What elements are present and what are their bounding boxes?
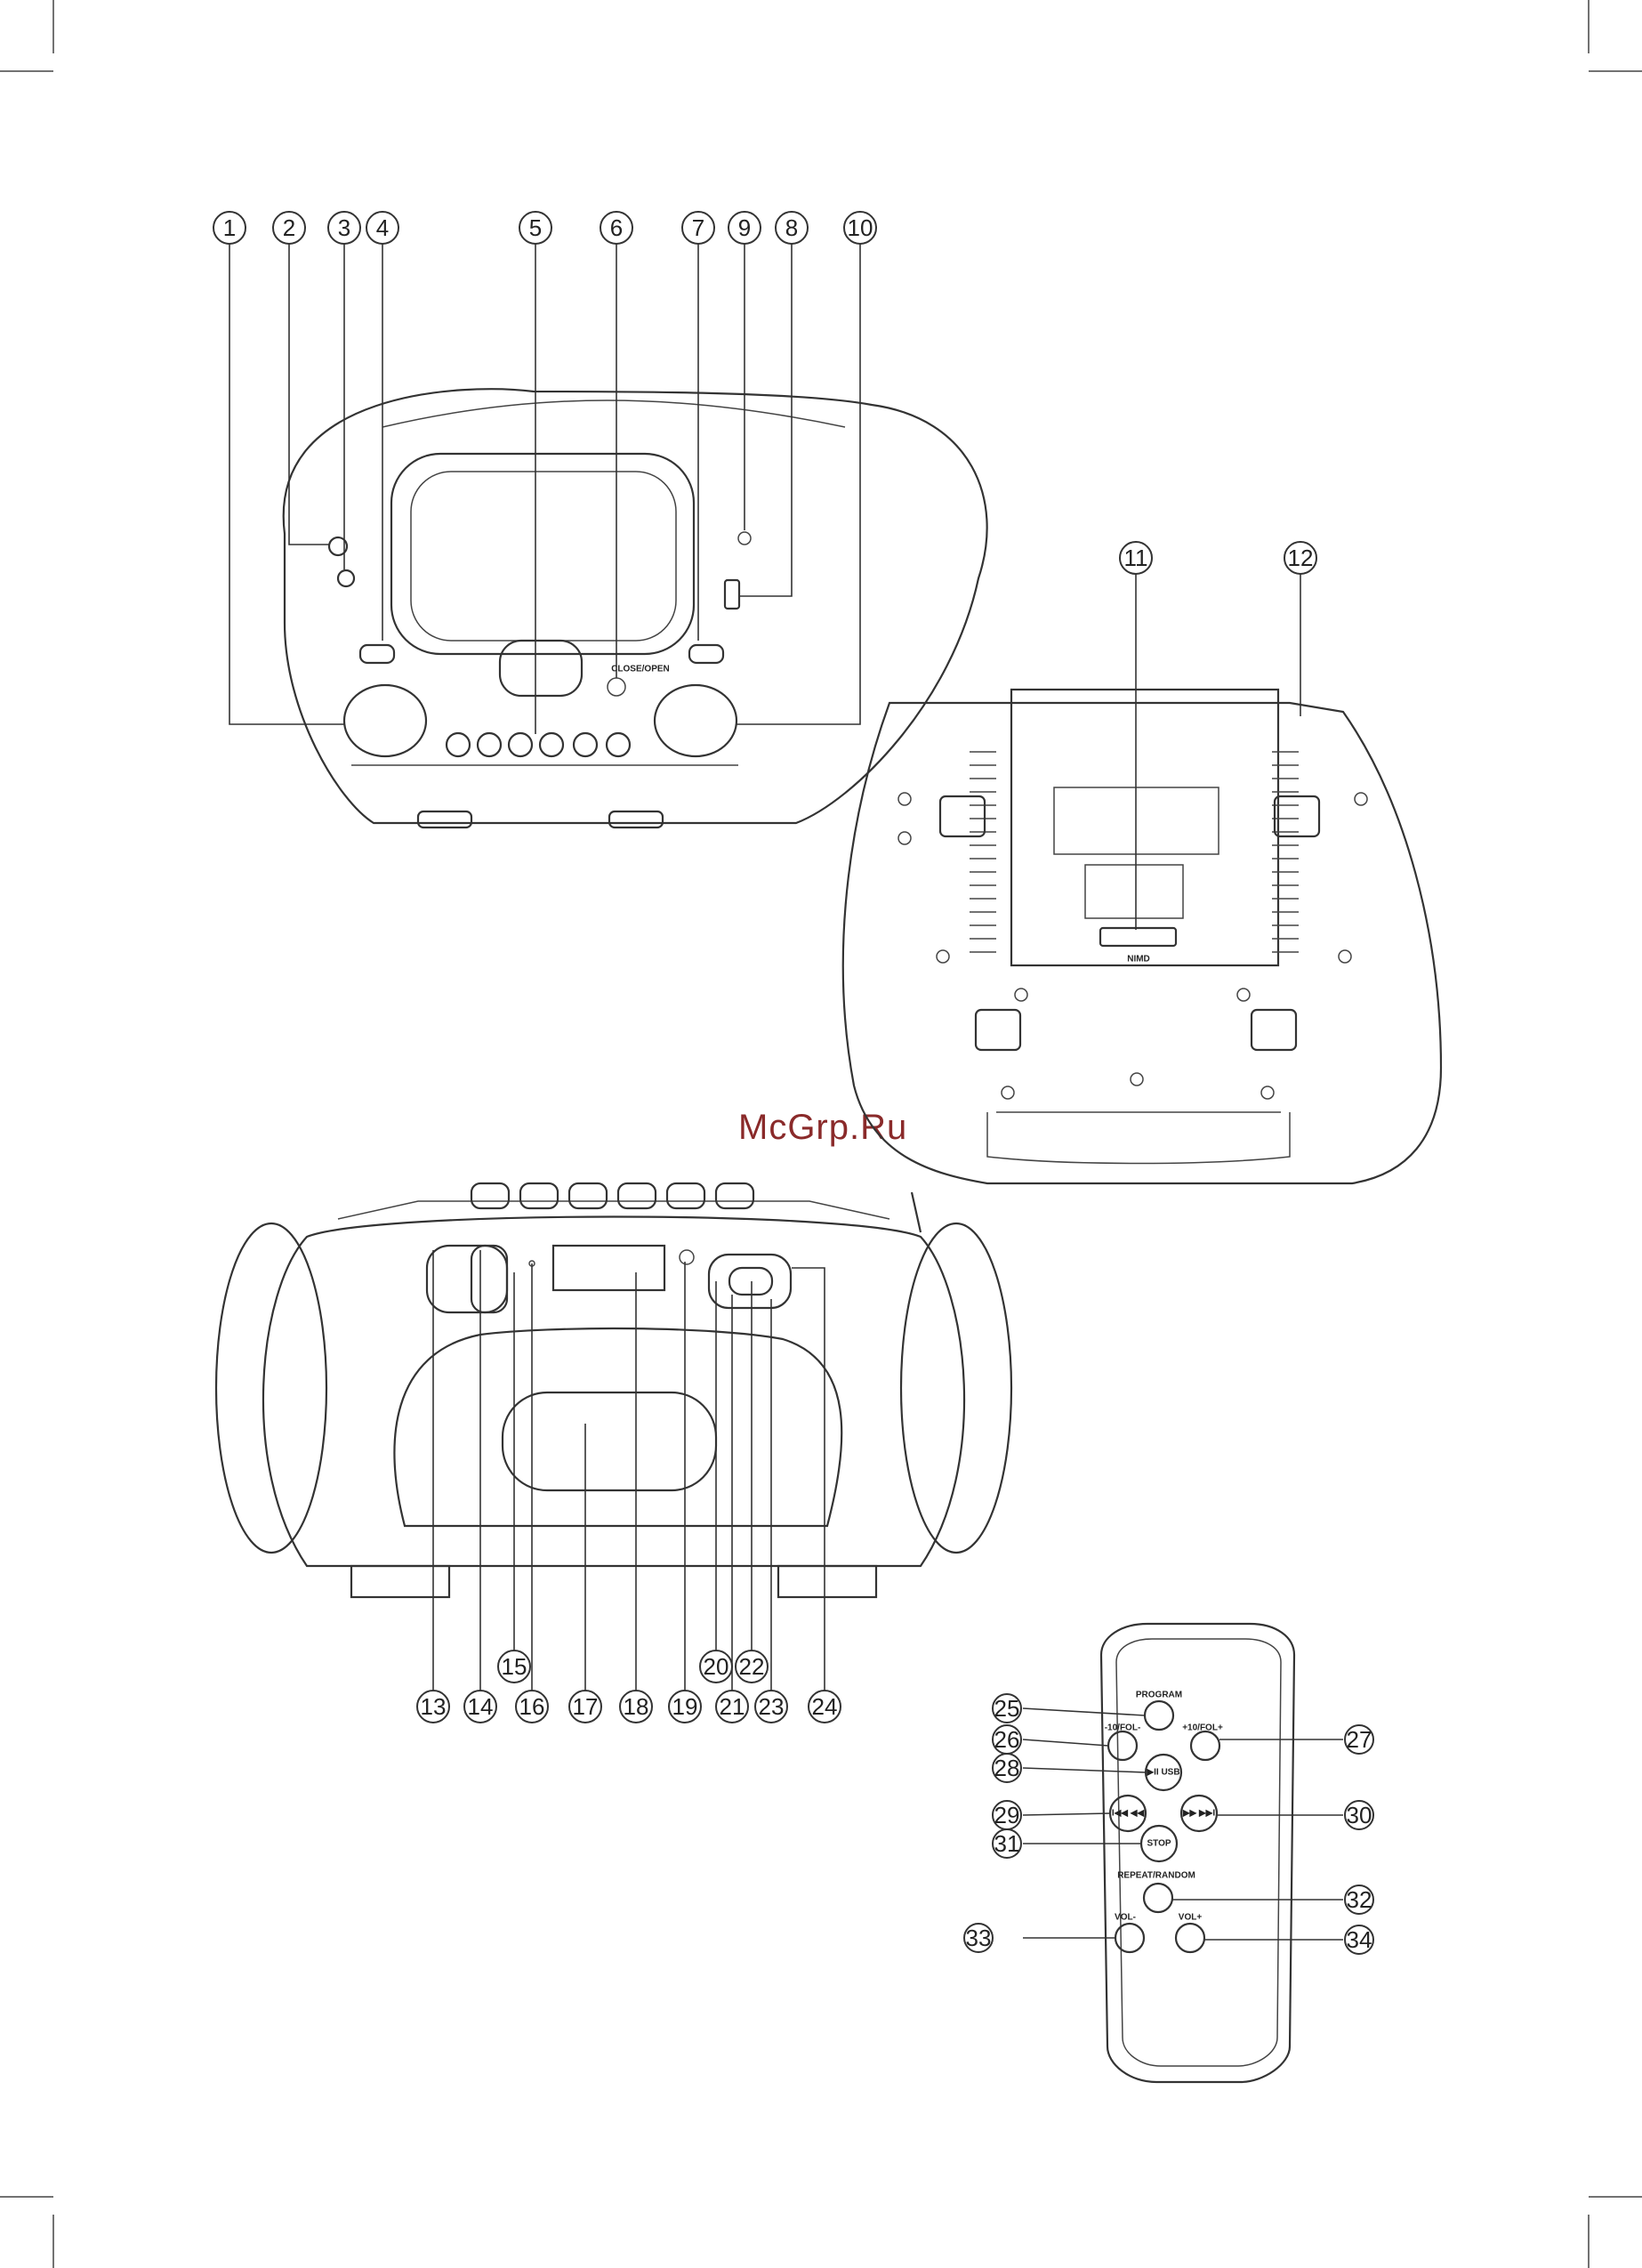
power-led <box>738 532 751 545</box>
vent-slots-right <box>1272 752 1299 952</box>
remote-control: PROGRAM -10/FOL- +10/FOL+ ▶II USB I◀◀ ◀◀… <box>1101 1624 1294 2082</box>
foot-bottom-right <box>1252 1010 1296 1050</box>
remote-vol-plus-button <box>1176 1924 1204 1952</box>
vent-slots-left <box>970 752 996 952</box>
callout-8: 8 <box>785 214 798 241</box>
callout-15: 15 <box>502 1653 527 1680</box>
function-switch-left <box>360 645 394 663</box>
callout-28: 28 <box>994 1755 1020 1781</box>
battery-door-label: NIMD <box>1127 955 1150 965</box>
close-open-label: CLOSE/OPEN <box>611 665 670 674</box>
callout-20: 20 <box>704 1653 729 1680</box>
cd-lid <box>391 454 694 654</box>
mode-button <box>729 1268 772 1295</box>
top-view-device: CLOSE/OPEN <box>284 389 987 827</box>
aux-jack <box>338 570 354 586</box>
callout-2: 2 <box>283 214 295 241</box>
remote-callouts: 25 26 27 28 29 30 31 32 33 34 <box>964 1694 1373 1954</box>
callout-6: 6 <box>610 214 623 241</box>
navigation-pad <box>709 1255 791 1308</box>
callout-16: 16 <box>519 1693 545 1720</box>
callout-14: 14 <box>468 1693 494 1720</box>
close-open-button <box>608 678 625 696</box>
remote-minus10-button <box>1108 1731 1137 1760</box>
foot-top-right <box>1275 796 1319 836</box>
callout-23: 23 <box>759 1693 785 1720</box>
callout-4: 4 <box>376 214 389 241</box>
cassette-door <box>394 1328 841 1526</box>
foot-front-right <box>778 1566 876 1597</box>
remote-next-label: ▶▶ ▶▶I <box>1182 1809 1216 1819</box>
callout-21: 21 <box>720 1693 745 1720</box>
callout-18: 18 <box>624 1693 649 1720</box>
remote-play-usb-label: ▶II USB <box>1146 1768 1179 1778</box>
battery-compartment <box>1011 690 1278 965</box>
remote-vol-minus-button <box>1115 1924 1144 1952</box>
cd-control-buttons <box>447 733 630 756</box>
callout-1: 1 <box>223 214 236 241</box>
bottom-view-device: NIMD <box>843 690 1441 1183</box>
volume-knob <box>344 685 426 756</box>
callout-13: 13 <box>421 1693 447 1720</box>
callout-26: 26 <box>994 1726 1020 1753</box>
callout-10: 10 <box>848 214 873 241</box>
remote-repeat-button <box>1144 1884 1172 1912</box>
callout-19: 19 <box>672 1693 698 1720</box>
callout-22: 22 <box>739 1653 765 1680</box>
foot-front-left <box>351 1566 449 1597</box>
callout-7: 7 <box>692 214 704 241</box>
callout-24: 24 <box>812 1693 838 1720</box>
callout-9: 9 <box>738 214 751 241</box>
lcd-display <box>553 1246 664 1290</box>
left-speaker-side <box>216 1223 326 1553</box>
right-speaker-side <box>901 1223 1011 1553</box>
power-indicator <box>680 1250 694 1264</box>
stop-button <box>471 1246 507 1312</box>
tuning-knob <box>655 685 736 756</box>
callout-11: 11 <box>1124 545 1148 571</box>
remote-program-button <box>1145 1701 1173 1730</box>
callout-34: 34 <box>1347 1926 1372 1953</box>
cd-lid-handle <box>500 641 582 696</box>
callout-27: 27 <box>1347 1726 1372 1753</box>
function-switch-right <box>689 645 723 663</box>
callout-17: 17 <box>573 1693 599 1720</box>
callout-25: 25 <box>994 1695 1020 1722</box>
remote-stop-label: STOP <box>1147 1839 1171 1849</box>
callout-5: 5 <box>529 214 542 241</box>
cassette-window <box>503 1392 716 1490</box>
play-pause-button <box>427 1246 507 1312</box>
callout-33: 33 <box>966 1925 992 1951</box>
top-view-callouts: 1 2 3 4 5 6 7 9 8 10 <box>213 212 876 734</box>
remote-vol-plus-label: VOL+ <box>1179 1913 1203 1923</box>
foot-top-left <box>940 796 985 836</box>
front-view-device <box>216 1183 1011 1597</box>
battery-door-latch <box>1100 928 1176 946</box>
top-button-row <box>471 1183 753 1208</box>
remote-repeat-label: REPEAT/RANDOM <box>1117 1871 1195 1881</box>
front-view-callouts: 13 14 15 16 17 18 19 20 21 22 23 24 <box>417 1250 841 1723</box>
antenna <box>912 1192 921 1232</box>
remote-program-label: PROGRAM <box>1136 1691 1182 1700</box>
remote-prev-label: I◀◀ ◀◀ <box>1112 1809 1145 1819</box>
callout-30: 30 <box>1347 1802 1372 1828</box>
callout-29: 29 <box>994 1802 1020 1828</box>
callout-31: 31 <box>994 1830 1020 1857</box>
callout-32: 32 <box>1347 1886 1372 1913</box>
foot-bottom-left <box>976 1010 1020 1050</box>
callout-12: 12 <box>1288 545 1314 571</box>
remote-plus10-button <box>1191 1731 1219 1760</box>
usb-port <box>725 580 739 609</box>
remote-vol-minus-label: VOL- <box>1115 1913 1136 1923</box>
callout-3: 3 <box>338 214 350 241</box>
